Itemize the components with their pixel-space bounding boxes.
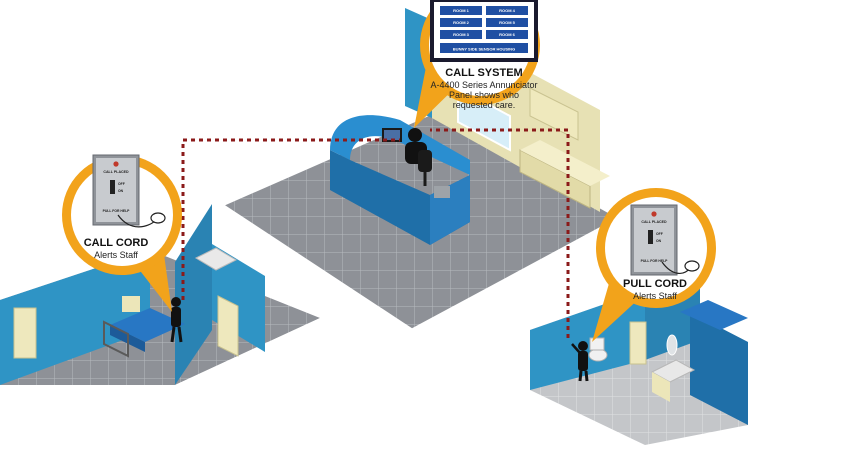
annunciator-room-label: ROOM 4 <box>499 8 516 13</box>
wall-switch-plate-right: CALL PLACED OFF ON PULL FOR HELP <box>630 204 678 276</box>
annunciator-room-label: ROOM 2 <box>453 20 470 25</box>
annunciator-room-button <box>440 18 482 27</box>
callout-call-cord-subtitle: Alerts Staff <box>94 250 138 260</box>
patient-body <box>578 351 588 371</box>
left-room-floor-edge <box>175 318 320 389</box>
callout-pull-cord-title: PULL CORD <box>623 278 687 290</box>
callout-call-system: ROOM 1 ROOM 2 ROOM 3 ROOM 4 ROOM 5 ROOM 6 BUN… <box>414 0 540 128</box>
left-room-bathroom-door <box>217 295 239 357</box>
annunciator-room-label: ROOM 5 <box>499 20 516 25</box>
left-room-door <box>13 307 37 359</box>
callout-call-system-line-3: requested care. <box>453 100 516 110</box>
hospital-bed-right <box>680 300 748 330</box>
annunciator-footer-bar <box>440 43 528 53</box>
desk-laptop <box>434 186 450 198</box>
annunciator-footer-text: BUNNY SIDE SENSOR HOUSING <box>453 47 515 52</box>
bathroom-partition <box>690 312 748 425</box>
switch-off-label: OFF <box>118 182 125 186</box>
annunciator-room-label: ROOM 3 <box>453 32 470 37</box>
annunciator-room-label: ROOM 1 <box>453 8 470 13</box>
callout-call-cord: CALL PLACED OFF ON PULL FOR HELP CALL CO… <box>62 154 182 312</box>
annunciator-room-label: ROOM 6 <box>499 32 516 37</box>
counter-top <box>520 140 610 186</box>
left-room-sink <box>194 247 238 271</box>
switch-off-label: OFF <box>656 232 663 236</box>
left-room-back-wall <box>0 250 150 385</box>
nurse-station-room <box>218 8 624 332</box>
nurse-desk-top <box>330 115 470 175</box>
bathroom-door <box>629 321 647 365</box>
switch-plate-header: CALL PLACED <box>103 170 129 174</box>
annunciator-room-buttons: ROOM 1 ROOM 2 ROOM 3 ROOM 4 ROOM 5 ROOM 6 <box>440 6 528 39</box>
desk-monitor-screen <box>384 130 400 140</box>
callout-call-system-line-1: A-4400 Series Annunciator <box>430 80 537 90</box>
wall-cabinet <box>529 87 579 141</box>
signal-path-right <box>430 128 570 338</box>
annunciator-room-button <box>440 30 482 39</box>
patient-body <box>171 307 181 327</box>
callout-pull-cord-subtitle: Alerts Staff <box>633 291 677 301</box>
nurse-head <box>408 128 422 142</box>
pull-cord-handle-icon <box>150 212 166 224</box>
bathroom-sink <box>650 359 696 383</box>
bathroom-vanity <box>652 372 670 402</box>
hospital-bed-rail <box>103 320 129 358</box>
annunciator-room-button <box>486 30 528 39</box>
office-chair <box>418 150 432 172</box>
switch-plate-footer: PULL FOR HELP <box>641 259 669 263</box>
switch-plate-face <box>96 158 136 222</box>
switch-plate-face <box>634 208 674 272</box>
signal-paths <box>181 128 570 338</box>
callout-call-cord-title: CALL CORD <box>84 237 149 249</box>
patient-leg <box>584 370 589 382</box>
wall-switch-plate-left: CALL PLACED OFF ON PULL FOR HELP <box>92 154 140 226</box>
patient-leg <box>170 326 176 343</box>
patient-leg <box>578 370 583 382</box>
annunciator-room-button <box>486 6 528 15</box>
switch-on-label: ON <box>656 239 662 243</box>
patient-head <box>171 297 181 307</box>
call-placed-indicator-light <box>113 161 119 167</box>
signal-path-left <box>181 138 400 300</box>
annunciator-room-button <box>486 18 528 27</box>
switch-plate-footer: PULL FOR HELP <box>103 209 131 213</box>
callout-call-system-line-2: Panel shows who <box>449 90 519 100</box>
patient-leg <box>177 326 183 343</box>
annunciator-room-button <box>440 6 482 15</box>
switch-plate-header: CALL PLACED <box>641 220 667 224</box>
switch-on-label: ON <box>118 189 124 193</box>
callout-pull-cord: CALL PLACED OFF ON PULL FOR HELP PULL CO… <box>592 188 716 342</box>
patient-head <box>578 341 588 351</box>
toggle-switch <box>648 230 653 244</box>
bedside-table <box>122 296 140 312</box>
toggle-switch <box>110 180 115 194</box>
bathroom-mirror <box>666 334 678 356</box>
call-placed-indicator-light <box>651 211 657 217</box>
toilet-tank <box>589 337 605 351</box>
toilet <box>588 348 608 362</box>
patient-arm <box>571 343 581 354</box>
callout-call-system-title: CALL SYSTEM <box>445 67 522 79</box>
pull-cord-handle-icon <box>684 260 700 272</box>
